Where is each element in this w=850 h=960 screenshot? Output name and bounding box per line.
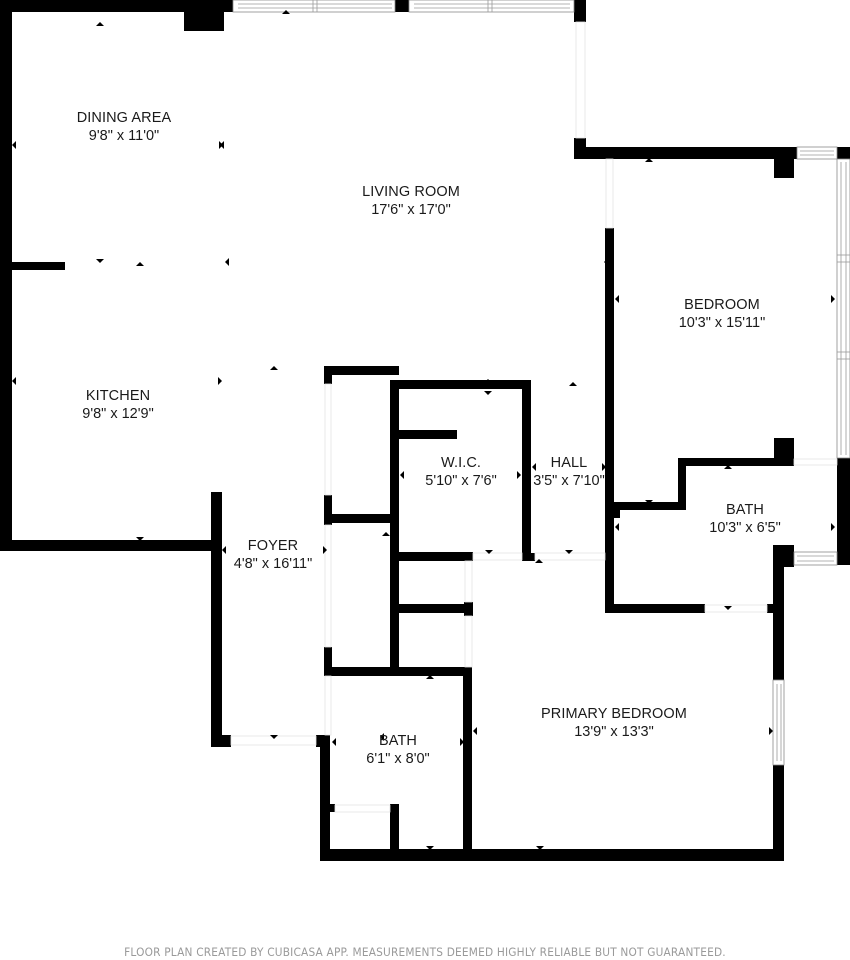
room-label-bath-1: BATH 10'3" x 6'5" xyxy=(709,501,780,537)
room-name: LIVING ROOM xyxy=(362,184,460,200)
room-dimensions: 3'5" x 7'10" xyxy=(533,473,605,489)
room-name: FOYER xyxy=(247,538,299,554)
walls xyxy=(0,0,850,861)
disclaimer-footer: FLOOR PLAN CREATED BY CUBICASA APP. MEAS… xyxy=(124,945,726,959)
room-dimensions: 17'6" x 17'0" xyxy=(371,202,451,218)
door-openings xyxy=(230,21,838,813)
room-dimensions: 13'9" x 13'3" xyxy=(574,724,654,740)
room-dimensions: 4'8" x 16'11" xyxy=(233,556,313,572)
room-label-primary-bedroom: PRIMARY BEDROOM 13'9" x 13'3" xyxy=(541,705,687,741)
room-dimensions: 9'8" x 11'0" xyxy=(88,128,160,144)
room-label-bedroom: BEDROOM 10'3" x 15'11" xyxy=(679,296,766,332)
room-dimensions: 9'8" x 12'9" xyxy=(82,406,154,422)
room-dimensions: 6'1" x 8'0" xyxy=(366,751,430,767)
dimension-markers xyxy=(12,10,835,850)
room-name: HALL xyxy=(550,455,588,471)
room-label-hall: HALL 3'5" x 7'10" xyxy=(533,454,604,490)
room-dimensions: 10'3" x 15'11" xyxy=(678,315,766,331)
room-name: BEDROOM xyxy=(684,297,760,313)
room-name: PRIMARY BEDROOM xyxy=(541,706,687,722)
windows xyxy=(232,0,850,766)
room-label-kitchen: KITCHEN 9'8" x 12'9" xyxy=(82,387,153,423)
room-label-foyer: FOYER 4'8" x 16'11" xyxy=(234,537,312,573)
room-name: BATH xyxy=(726,502,764,518)
room-label-dining-area: DINING AREA 9'8" x 11'0" xyxy=(77,109,172,145)
room-label-living-room: LIVING ROOM 17'6" x 17'0" xyxy=(362,183,460,219)
room-name: DINING AREA xyxy=(76,110,172,126)
room-name: KITCHEN xyxy=(85,388,151,404)
room-name: BATH xyxy=(379,733,417,749)
room-label-wic: W.I.C. 5'10" x 7'6" xyxy=(425,454,496,490)
room-name: W.I.C. xyxy=(440,455,482,471)
room-dimensions: 10'3" x 6'5" xyxy=(709,520,781,536)
room-label-bath-2: BATH 6'1" x 8'0" xyxy=(366,732,429,768)
room-dimensions: 5'10" x 7'6" xyxy=(425,473,497,489)
